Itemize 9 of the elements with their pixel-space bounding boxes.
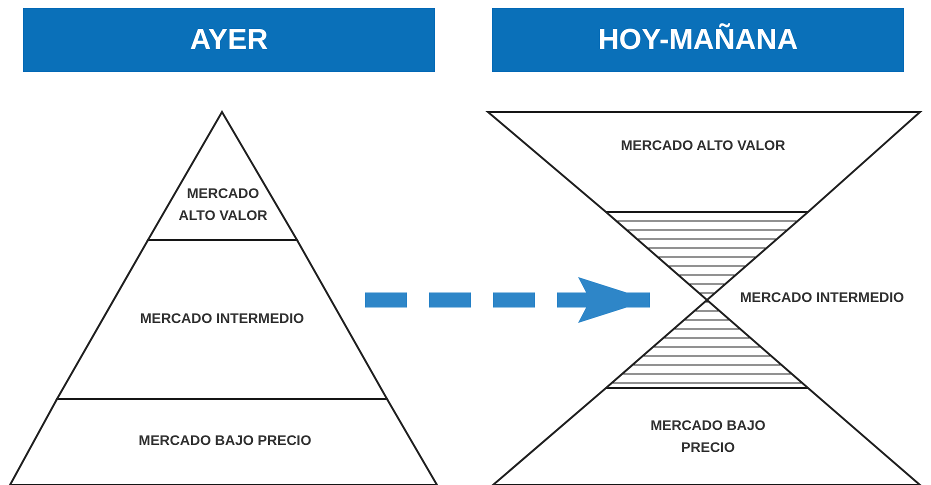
section-label: MERCADO BAJO PRECIO [649, 416, 767, 457]
section-label: MERCADO ALTO VALOR [178, 184, 268, 225]
section-label: MERCADO INTERMEDIO [138, 309, 306, 328]
section-label: MERCADO BAJO PRECIO [138, 431, 312, 450]
header-bar: AYER [23, 8, 435, 72]
section-label: MERCADO INTERMEDIO [738, 288, 906, 307]
header-bar: HOY-MAÑANA [492, 8, 904, 72]
section-label: MERCADO ALTO VALOR [620, 136, 786, 155]
dashed-arrow [365, 277, 650, 323]
